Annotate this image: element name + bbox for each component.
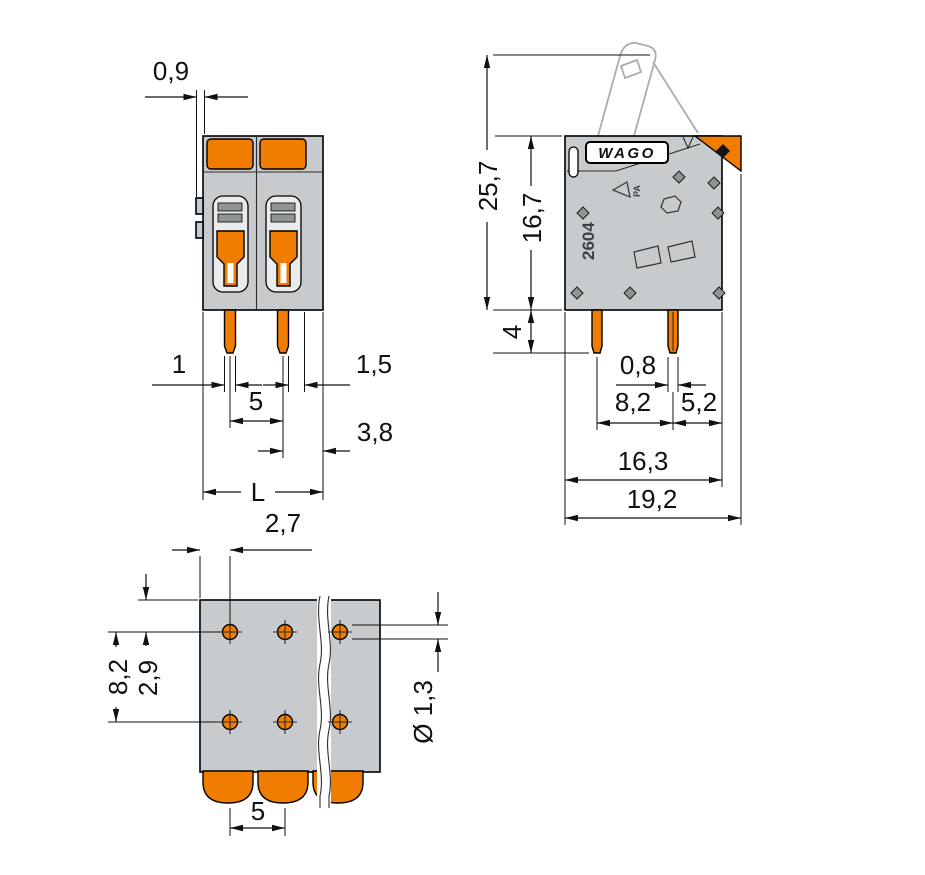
solder-pin bbox=[223, 309, 237, 354]
push-button bbox=[206, 138, 254, 170]
dim-front-end-offset: 3,8 bbox=[357, 417, 393, 447]
dim-side-pin-spacing: 8,2 bbox=[615, 387, 651, 417]
dim-bottom-row-spacing: 8,2 bbox=[103, 659, 133, 695]
side-dimension-labels: 25,7 16,7 4 0,8 8,2 5,2 16,3 19,2 bbox=[473, 161, 717, 514]
footprint-body bbox=[199, 595, 381, 808]
solder-pin bbox=[591, 309, 603, 354]
dim-side-body-depth: 16,3 bbox=[618, 446, 669, 476]
dim-bottom-pitch: 5 bbox=[251, 796, 265, 826]
side-protrusion bbox=[195, 197, 204, 215]
dim-front-length: L bbox=[251, 477, 265, 507]
dim-side-body-height: 16,7 bbox=[517, 193, 547, 244]
solder-holes bbox=[218, 620, 352, 734]
side-body: WAGO 2604 PA bbox=[564, 135, 742, 354]
dim-side-total-depth: 19,2 bbox=[627, 484, 678, 514]
button-bump bbox=[202, 770, 254, 804]
model-text: 2604 bbox=[579, 222, 598, 260]
clamp-cavity bbox=[265, 195, 302, 293]
front-view: 0,9 1 1,5 5 3,8 L bbox=[145, 56, 393, 507]
dim-front-wall: 1,5 bbox=[356, 349, 392, 379]
front-dimension-lines bbox=[145, 90, 350, 500]
dim-front-pin-width: 1 bbox=[172, 349, 186, 379]
dim-bottom-edge-to-hole: 2,7 bbox=[265, 508, 301, 538]
front-body bbox=[195, 135, 324, 354]
dim-bottom-top-offset: 2,9 bbox=[133, 660, 163, 696]
dim-front-pitch: 5 bbox=[249, 386, 263, 416]
bottom-dimension-lines bbox=[108, 546, 448, 836]
bottom-view: 2,7 8,2 2,9 Ø 1,3 5 bbox=[103, 508, 448, 836]
clamp-spring bbox=[216, 230, 245, 287]
clamp-cavity bbox=[212, 195, 249, 293]
dim-side-total-height: 25,7 bbox=[473, 161, 503, 212]
dim-side-pin-thickness: 0,8 bbox=[620, 350, 656, 380]
bottom-dimension-labels: 2,7 8,2 2,9 Ø 1,3 5 bbox=[103, 508, 438, 826]
release-lever-ghost bbox=[597, 42, 699, 137]
mounting-slot bbox=[568, 146, 579, 178]
brand-text: WAGO bbox=[598, 145, 656, 162]
side-protrusion bbox=[195, 221, 204, 239]
dim-front-protrusion: 0,9 bbox=[153, 56, 189, 86]
side-dimension-lines bbox=[483, 54, 742, 525]
side-view: WAGO 2604 PA bbox=[473, 42, 742, 525]
break-line bbox=[318, 595, 322, 808]
dim-bottom-hole-diameter: Ø 1,3 bbox=[408, 680, 438, 744]
recycling-triangle bbox=[611, 181, 631, 198]
latch-diamond-mark bbox=[716, 144, 730, 158]
break-gap bbox=[317, 596, 331, 808]
button-bump bbox=[257, 770, 309, 804]
front-dimension-labels: 0,9 1 1,5 5 3,8 L bbox=[153, 56, 393, 507]
dim-side-pin-to-face: 5,2 bbox=[681, 387, 717, 417]
push-button bbox=[259, 138, 307, 170]
side-housing bbox=[564, 135, 723, 311]
material-mark-text: PA bbox=[632, 185, 642, 197]
logo-plate bbox=[585, 141, 669, 164]
mold-marks bbox=[570, 170, 726, 300]
locking-latch bbox=[692, 135, 742, 173]
clamp-spring bbox=[269, 230, 298, 287]
dim-side-pin-length: 4 bbox=[497, 325, 527, 339]
solder-pin bbox=[276, 309, 290, 354]
